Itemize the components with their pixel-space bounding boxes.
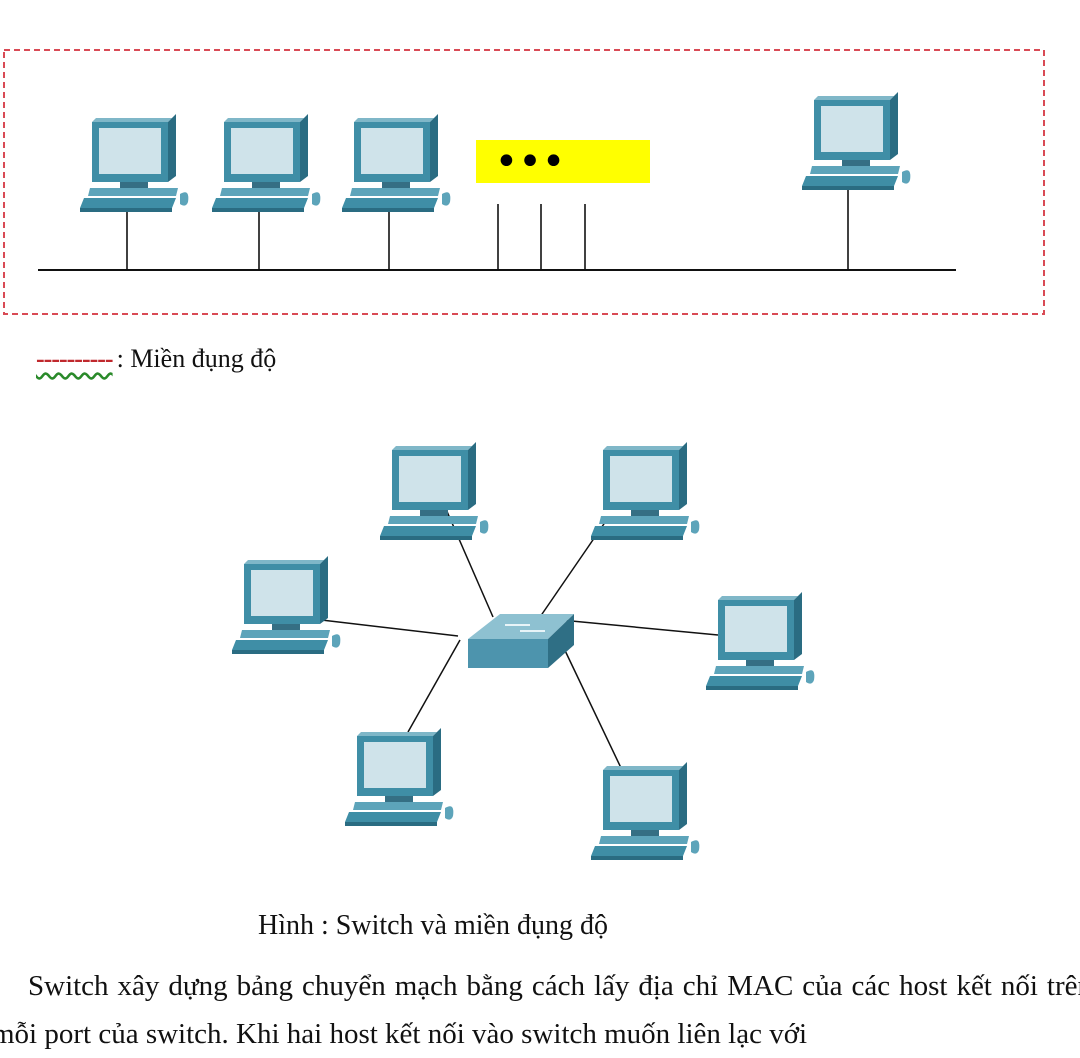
paragraph-text: Switch xây dựng bảng chuyển mạch bằng cá… [0, 970, 1080, 1050]
host-drops [126, 186, 849, 270]
hub-icon: ••• [476, 139, 650, 185]
switch-star-diagram [232, 442, 815, 860]
computer-icon [345, 728, 454, 826]
computer-icon [80, 114, 189, 212]
computer-icon [342, 114, 451, 212]
computer-icon [591, 442, 700, 540]
body-paragraph: Switch xây dựng bảng chuyển mạch bằng cá… [0, 962, 1080, 1058]
computer-icon [232, 556, 341, 654]
hub-dots: ••• [495, 139, 566, 185]
network-diagrams: ••• [3, 49, 1045, 860]
collision-domain-border [3, 49, 1045, 315]
legend-symbol: ---------- [36, 344, 114, 373]
legend: ---------- : Miền đụng độ [36, 344, 276, 374]
computer-icon [706, 592, 815, 690]
computer-icon [380, 442, 489, 540]
switch-icon [468, 614, 574, 668]
computer-icon [591, 762, 700, 860]
collision-domain-diagram: ••• [3, 49, 1045, 315]
legend-label: : Miền đụng độ [116, 344, 277, 373]
figure-caption: Hình : Switch và miền đụng độ [258, 910, 608, 941]
computer-icon [212, 114, 321, 212]
computer-icon [802, 92, 911, 190]
